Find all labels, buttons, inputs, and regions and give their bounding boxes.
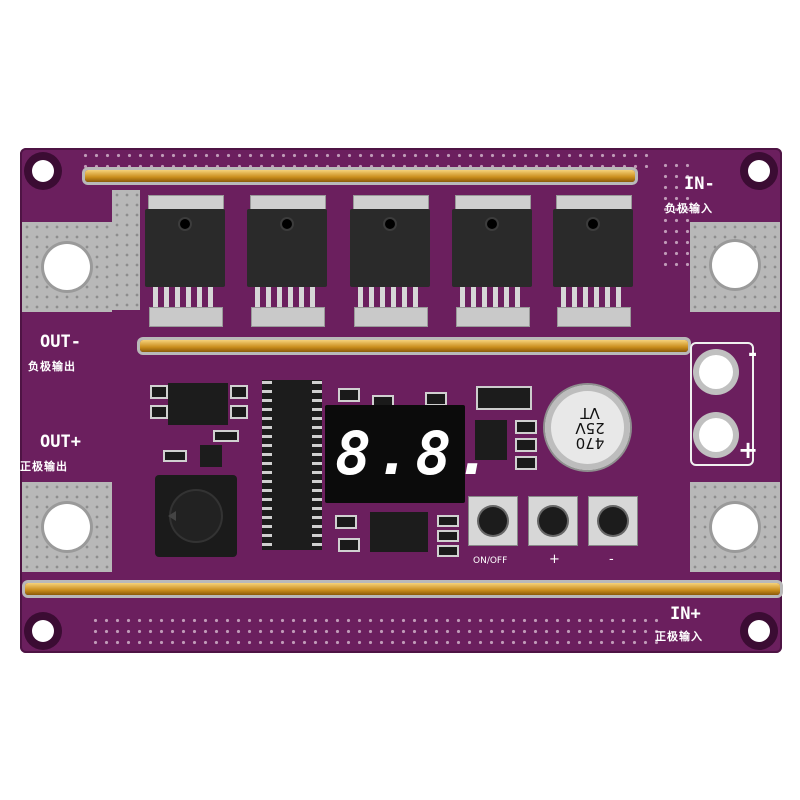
mosfet <box>553 195 633 327</box>
via-field-top <box>80 150 650 168</box>
pad-in-plus <box>690 482 780 572</box>
label-out-minus-text: OUT- <box>40 332 81 352</box>
smd-part <box>515 420 537 434</box>
mount-hole-top-right <box>740 152 778 190</box>
buzzer-marker <box>168 511 176 521</box>
transistor <box>200 445 222 467</box>
smd-part <box>150 385 168 399</box>
minus-button[interactable] <box>588 496 638 546</box>
label-in-minus: IN- <box>684 174 715 194</box>
label-out-minus: OUT- <box>40 332 81 352</box>
smd-part <box>515 438 537 452</box>
smd-part <box>425 392 447 406</box>
plus-label: + <box>549 552 560 567</box>
mosfet <box>350 195 430 327</box>
smd-part <box>515 456 537 470</box>
smd-part <box>213 430 239 442</box>
label-in-plus-text: IN+ <box>670 604 701 624</box>
pole-plus-symbol: + <box>738 436 759 464</box>
label-out-plus: OUT+ <box>40 432 81 452</box>
smd-part <box>437 515 459 527</box>
via-field-right <box>660 160 690 270</box>
mosfet <box>452 195 532 327</box>
pad-out-plus <box>22 482 112 572</box>
pad-strip-left <box>112 190 140 310</box>
buzzer-ring <box>171 491 221 541</box>
mount-hole-top-left <box>24 152 62 190</box>
ic-so8 <box>168 383 228 425</box>
label-in-plus-cn-text: 正极输入 <box>655 630 703 643</box>
voltage-regulator <box>475 420 507 460</box>
label-out-minus-cn-text: 负极输出 <box>28 360 76 373</box>
ring-pad-minus <box>699 355 733 389</box>
display-digits: 8.8. <box>335 419 496 489</box>
smd-part <box>230 405 248 419</box>
diode <box>478 388 530 408</box>
mosfet <box>145 195 225 327</box>
mount-hole-bottom-right <box>740 612 778 650</box>
copper-bar-top <box>85 170 635 182</box>
pad-hole <box>44 244 90 290</box>
smd-part <box>338 538 360 552</box>
ring-pad-plus <box>699 418 733 452</box>
minus-label: - <box>609 552 614 567</box>
via-field-bottom <box>90 615 660 645</box>
ic-small <box>370 512 428 552</box>
trace-right <box>690 342 754 466</box>
pad-hole <box>712 504 758 550</box>
label-in-minus-cn: 负极输入 <box>665 200 713 216</box>
button-cap[interactable] <box>479 507 507 535</box>
label-in-minus-cn-text: 负极输入 <box>665 202 713 215</box>
label-in-plus-cn: 正极输入 <box>655 628 703 644</box>
seven-segment-display: 8.8. <box>325 405 492 503</box>
smd-part <box>338 388 360 402</box>
smd-part <box>437 545 459 557</box>
buzzer <box>155 475 237 557</box>
smd-part <box>230 385 248 399</box>
label-out-plus-text: OUT+ <box>40 432 81 452</box>
capacitor-line-2: 25V <box>575 419 605 437</box>
label-in-minus-text: IN- <box>684 174 715 194</box>
plus-button[interactable] <box>528 496 578 546</box>
label-out-minus-cn: 负极输出 <box>28 358 76 374</box>
label-out-plus-cn-text: 正极输出 <box>20 460 68 473</box>
mcu-body <box>272 380 312 550</box>
on-off-label: ON/OFF <box>473 556 508 566</box>
mosfet <box>247 195 327 327</box>
electrolytic-capacitor <box>545 385 630 470</box>
label-out-plus-cn: 正极输出 <box>20 458 68 474</box>
button-cap[interactable] <box>599 507 627 535</box>
capacitor-line-3: VT <box>580 404 600 422</box>
pad-out-minus <box>22 222 112 312</box>
pad-hole <box>712 242 758 288</box>
label-in-plus: IN+ <box>670 604 701 624</box>
smd-part <box>437 530 459 542</box>
pole-minus-symbol: - <box>748 342 758 367</box>
copper-bar-middle <box>140 340 688 352</box>
capacitor-line-1: 470 <box>575 434 605 452</box>
smd-part <box>150 405 168 419</box>
smd-part <box>163 450 187 462</box>
on-off-button[interactable] <box>468 496 518 546</box>
pad-in-minus <box>690 222 780 312</box>
capacitor-marking: 470 25V VT <box>560 404 620 452</box>
smd-part <box>335 515 357 529</box>
copper-bar-bottom <box>25 583 780 595</box>
mount-hole-bottom-left <box>24 612 62 650</box>
pad-hole <box>44 504 90 550</box>
button-cap[interactable] <box>539 507 567 535</box>
